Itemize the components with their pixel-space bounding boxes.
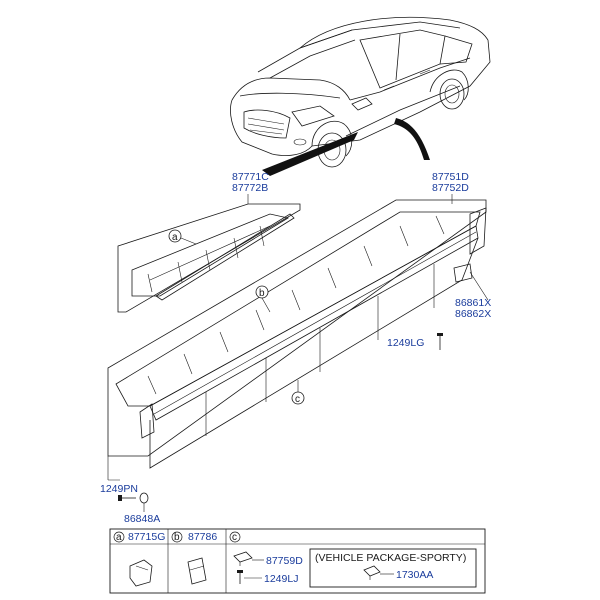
callout-a: a	[168, 229, 197, 245]
callout-c: c	[291, 380, 305, 405]
part-label-1249pn: 1249PN	[100, 483, 138, 495]
legend-letter-b: b	[174, 532, 180, 543]
part-label-87751d: 87751D	[432, 171, 469, 183]
pointer-arrows	[262, 118, 430, 176]
clip-87759d-icon	[233, 551, 253, 566]
legend-letter-a-circle	[113, 531, 125, 543]
legend-part-1249lj: 1249LJ	[264, 573, 298, 585]
clip-87786-icon	[187, 557, 207, 585]
part-label-86848a: 86848A	[124, 513, 160, 525]
part-label-86862x: 86862X	[455, 308, 491, 320]
upper-garnish-panel	[117, 203, 301, 313]
svg-text:b: b	[259, 288, 265, 299]
screw-left	[118, 495, 136, 501]
svg-text:a: a	[172, 232, 178, 243]
legend-letter-c: c	[232, 532, 237, 543]
legend-letter-c-circle	[229, 531, 241, 543]
part-label-86861x: 86861X	[455, 297, 491, 309]
part-label-87772b: 87772B	[232, 182, 268, 194]
legend-part-1730aa: 1730AA	[396, 569, 433, 581]
car-illustration	[230, 16, 491, 168]
part-label-87752d: 87752D	[432, 182, 469, 194]
callout-b: b	[255, 285, 271, 313]
bracket-part	[453, 263, 489, 301]
screw-right	[437, 333, 443, 350]
legend-letter-a: a	[116, 532, 122, 543]
part-label-1249lg: 1249LG	[387, 337, 424, 349]
nut-left	[139, 492, 149, 512]
legend-part-87759d: 87759D	[266, 555, 303, 567]
nut-1730aa-icon	[363, 565, 381, 580]
legend-part-87786: 87786	[188, 531, 217, 543]
svg-text:c: c	[295, 394, 300, 405]
clip-87715g-icon	[129, 559, 153, 587]
legend-part-87715g: 87715G	[128, 531, 165, 543]
screw-1249lj-icon	[237, 570, 243, 584]
legend-letter-b-circle	[171, 531, 183, 543]
part-label-87771c: 87771C	[232, 171, 269, 183]
vehicle-package-box	[309, 548, 477, 588]
vehicle-package-label: (VEHICLE PACKAGE-SPORTY)	[315, 552, 466, 564]
side-sill-garnish-panel	[107, 199, 487, 481]
legend-table: a 87715G b 87786 c 87759D 1249LJ	[109, 528, 486, 594]
